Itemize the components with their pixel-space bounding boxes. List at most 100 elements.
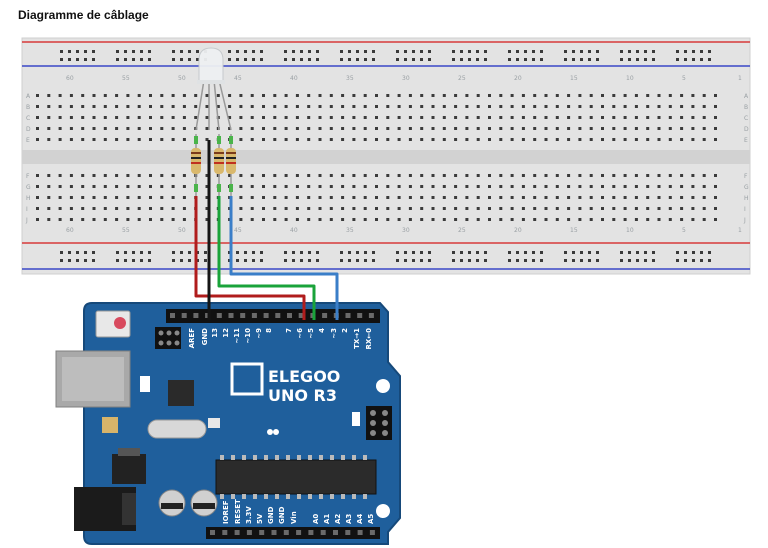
digital-pin-label: ~3 bbox=[330, 328, 338, 339]
row-letter: G bbox=[744, 184, 749, 191]
row-letter: A bbox=[744, 93, 749, 100]
digital-pin-label: RX←0 bbox=[365, 328, 373, 350]
column-number: 60 bbox=[66, 227, 74, 234]
voltage-regulator bbox=[112, 454, 146, 484]
power-pin-label: GND bbox=[278, 506, 286, 524]
digital-header bbox=[166, 309, 380, 323]
digital-pin-label: GND bbox=[201, 328, 209, 346]
row-letter: F bbox=[26, 173, 30, 180]
analog-pin-label: A2 bbox=[334, 514, 342, 524]
digital-pin-label: ~9 bbox=[255, 328, 263, 339]
analog-pin-label: A1 bbox=[323, 514, 331, 524]
power-pin-label: IOREF bbox=[222, 500, 230, 524]
usb-chip bbox=[168, 380, 194, 406]
column-number: 25 bbox=[458, 75, 466, 82]
column-number: 35 bbox=[346, 227, 354, 234]
column-number: 10 bbox=[626, 227, 634, 234]
column-number: 30 bbox=[402, 75, 410, 82]
mount-hole bbox=[376, 504, 390, 518]
column-number: 45 bbox=[234, 227, 242, 234]
row-letter: I bbox=[26, 206, 28, 213]
analog-pin-label: A3 bbox=[345, 514, 353, 524]
board-model: UNO R3 bbox=[268, 386, 337, 405]
row-letter: E bbox=[744, 137, 748, 144]
red-wire bbox=[194, 196, 306, 320]
digital-pin-label: ~5 bbox=[307, 328, 315, 339]
digital-pin-label: 8 bbox=[265, 328, 273, 333]
row-letter: H bbox=[744, 195, 749, 202]
rgb-led bbox=[195, 47, 232, 131]
column-number: 40 bbox=[290, 75, 298, 82]
analog-pin-label: A4 bbox=[356, 514, 364, 524]
column-number: 1 bbox=[738, 75, 742, 82]
row-letter: J bbox=[25, 217, 28, 224]
column-number: 5 bbox=[682, 75, 686, 82]
breadboard: 6060555550504545404035353030252520201515… bbox=[21, 37, 751, 275]
column-number: 50 bbox=[178, 227, 186, 234]
digital-pin-label: 4 bbox=[318, 328, 326, 333]
row-letter: A bbox=[26, 93, 31, 100]
row-letter: C bbox=[26, 115, 30, 122]
column-number: 15 bbox=[570, 75, 578, 82]
column-number: 1 bbox=[738, 227, 742, 234]
digital-pin-label: TX→1 bbox=[353, 328, 361, 349]
analog-pin-label: A5 bbox=[367, 514, 375, 524]
icsp-header bbox=[366, 406, 392, 440]
column-number: 15 bbox=[570, 227, 578, 234]
column-number: 45 bbox=[234, 75, 242, 82]
row-letter: C bbox=[744, 115, 748, 122]
column-number: 20 bbox=[514, 227, 522, 234]
power-pin-label: Vin bbox=[290, 511, 298, 524]
row-letter: E bbox=[26, 137, 30, 144]
column-number: 40 bbox=[290, 227, 298, 234]
microcontroller-chip bbox=[215, 459, 377, 495]
power-pin-label: GND bbox=[267, 506, 275, 524]
row-letter: B bbox=[26, 104, 30, 111]
column-number: 55 bbox=[122, 75, 130, 82]
column-number: 50 bbox=[178, 75, 186, 82]
brand-name: ELEGOO bbox=[268, 367, 340, 386]
digital-pin-label: 7 bbox=[285, 328, 293, 333]
row-letter: B bbox=[744, 104, 748, 111]
row-letter: J bbox=[743, 217, 746, 224]
power-pin-label: 5V bbox=[256, 513, 264, 524]
row-letter: D bbox=[26, 126, 31, 133]
digital-pin-label: ~6 bbox=[296, 328, 304, 339]
column-number: 10 bbox=[626, 75, 634, 82]
green-wire bbox=[217, 196, 316, 320]
column-number: 35 bbox=[346, 75, 354, 82]
power-pin-label: 3.3V bbox=[245, 506, 253, 524]
digital-pin-label: 2 bbox=[341, 328, 349, 333]
digital-pin-label: ~10 bbox=[244, 328, 252, 344]
power-pin-label: RESET bbox=[234, 499, 242, 524]
elegoo-logo-mark bbox=[230, 362, 264, 396]
wires bbox=[194, 140, 339, 320]
digital-pin-label: AREF bbox=[188, 328, 196, 349]
column-number: 20 bbox=[514, 75, 522, 82]
digital-pin-label: 12 bbox=[222, 328, 230, 338]
page-title: Diagramme de câblage bbox=[18, 8, 149, 22]
row-letter: G bbox=[26, 184, 31, 191]
row-letter: I bbox=[744, 206, 746, 213]
row-letter: D bbox=[744, 126, 749, 133]
column-number: 25 bbox=[458, 227, 466, 234]
crystal-oscillator bbox=[147, 419, 207, 439]
row-letter: H bbox=[26, 195, 31, 202]
column-number: 5 bbox=[682, 227, 686, 234]
blue-wire bbox=[229, 196, 339, 320]
analog-pin-label: A0 bbox=[312, 514, 320, 524]
row-letter: F bbox=[744, 173, 748, 180]
mount-hole bbox=[376, 379, 390, 393]
breadboard-column-numbers: 6060555550504545404035353030252520201515… bbox=[66, 75, 742, 234]
icsp-header-2 bbox=[155, 327, 181, 349]
breadboard-holes bbox=[36, 50, 717, 262]
column-number: 55 bbox=[122, 227, 130, 234]
digital-pin-label: 13 bbox=[211, 328, 219, 338]
fuse bbox=[102, 417, 118, 433]
column-number: 30 bbox=[402, 227, 410, 234]
column-number: 60 bbox=[66, 75, 74, 82]
